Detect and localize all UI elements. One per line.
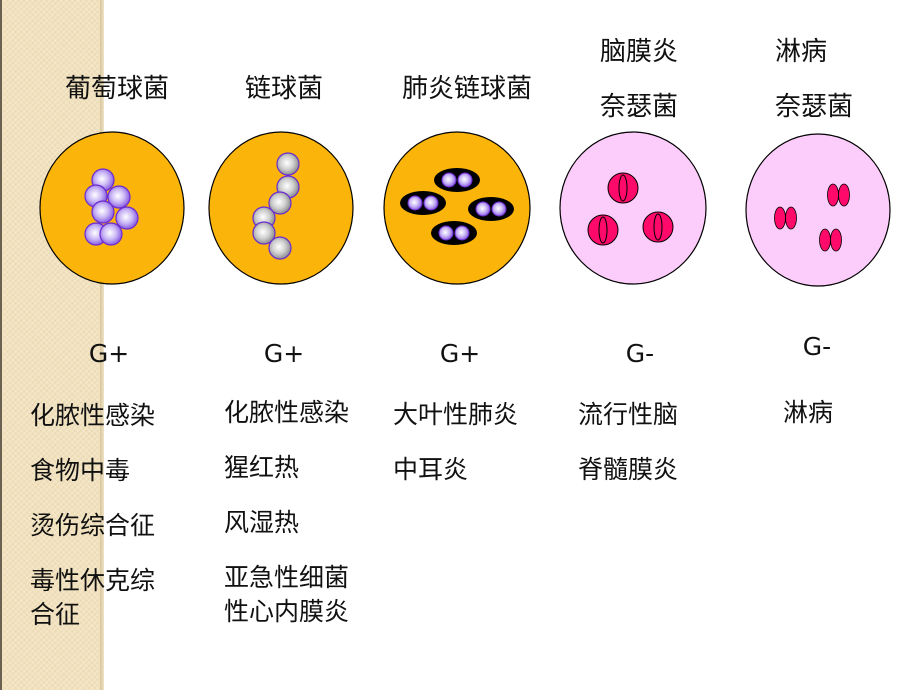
staphylococcus-icon (39, 131, 185, 285)
gram-meningococcus: G- (625, 339, 655, 368)
disease-item: 流行性脑 (578, 400, 679, 429)
gram-streptococcus: G+ (263, 339, 305, 368)
title-meningococcus-line1: 脑膜炎 (599, 37, 679, 67)
disease-item: 脊髓膜炎 (578, 455, 679, 484)
disease-item: 淋病 (783, 398, 834, 427)
gonococcus-icon (745, 133, 891, 287)
meningococcus-icon (559, 131, 707, 285)
title-gonococcus-line1: 淋病 (775, 37, 828, 67)
disease-item: 性心内膜炎 (224, 597, 350, 626)
disease-item: 毒性休克综 (30, 566, 156, 595)
disease-item: 猩红热 (224, 453, 300, 482)
title-streptococcus: 链球菌 (244, 74, 324, 104)
diseases-streptococcus: 化脓性感染 猩红热 风湿热 亚急性细菌 性心内膜炎 (224, 398, 349, 652)
disease-item: 亚急性细菌 (224, 563, 350, 592)
title-gonococcus-line2: 奈瑟菌 (775, 92, 854, 122)
diseases-gonococcus: 淋病 (783, 398, 833, 453)
diseases-pneumococcus: 大叶性肺炎 中耳炎 (393, 400, 518, 510)
disease-item: 化脓性感染 (224, 398, 350, 427)
decorative-side-band (0, 0, 104, 690)
diseases-meningococcus: 流行性脑 脊髓膜炎 (578, 400, 678, 510)
disease-item: 风湿热 (224, 508, 300, 537)
disease-item: 化脓性感染 (30, 401, 156, 430)
disease-item: 合征 (30, 600, 81, 629)
streptococcus-icon (208, 131, 354, 285)
gram-pneumococcus: G+ (439, 339, 481, 368)
title-staphylococcus: 葡萄球菌 (64, 74, 170, 104)
gram-staphylococcus: G+ (88, 339, 130, 368)
gram-gonococcus: G- (802, 332, 832, 361)
disease-item: 大叶性肺炎 (393, 400, 519, 429)
disease-item: 中耳炎 (393, 455, 469, 484)
title-meningococcus-line2: 奈瑟菌 (599, 92, 679, 122)
disease-item: 烫伤综合征 (30, 511, 156, 540)
diseases-staphylococcus: 化脓性感染 食物中毒 烫伤综合征 毒性休克综 合征 (30, 401, 155, 655)
disease-item: 食物中毒 (30, 456, 131, 485)
pneumococcus-icon (383, 131, 531, 285)
title-pneumococcus: 肺炎链球菌 (401, 74, 533, 104)
